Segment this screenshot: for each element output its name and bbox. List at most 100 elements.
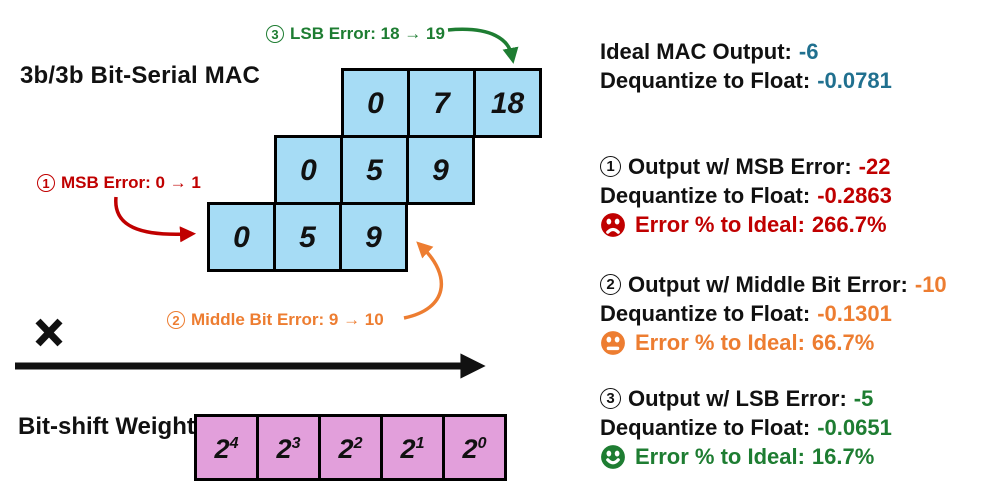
annotation-msb-error: 1 MSB Error: 0 → 1 [37, 173, 201, 193]
mac-cell-value: 0 [300, 154, 317, 187]
result-error-line: Error % to Ideal: 266.7% [600, 210, 892, 239]
mac-cell: 5 [343, 138, 409, 202]
weight-base: 2 [338, 434, 354, 464]
result-line: Dequantize to Float: -0.1301 [600, 299, 947, 328]
weight-exponent: 3 [291, 435, 301, 452]
error-value: 16.7% [811, 443, 875, 469]
weight-value: 22 [339, 434, 363, 465]
mac-cell-value: 0 [367, 87, 384, 120]
annotation-lsb-error: 3 LSB Error: 18 → 19 [266, 24, 445, 44]
mac-cell: 0 [277, 138, 343, 202]
mac-cell: 0 [344, 71, 410, 135]
mac-cell-value: 9 [432, 154, 449, 187]
weight-label: Bit-shift Weight [18, 413, 195, 440]
result-line: 2 Output w/ Middle Bit Error: -10 [600, 270, 947, 299]
lsb-error-arrow [447, 27, 519, 64]
annotation-lsb-text: LSB Error: 18 → 19 [290, 24, 445, 43]
result-error-line: Error % to Ideal: 66.7% [600, 328, 947, 357]
mac-cell-value: 18 [490, 87, 525, 120]
result-value: -5 [853, 385, 874, 411]
weight-row: 24 23 22 21 20 [194, 414, 507, 481]
weight-exponent: 1 [415, 435, 425, 452]
weight-base: 2 [214, 434, 230, 464]
result-label: Dequantize to Float: [600, 300, 811, 326]
weight-value: 24 [215, 434, 239, 465]
result-label: Dequantize to Float: [600, 182, 811, 208]
result-line: Ideal MAC Output: -6 [600, 37, 892, 66]
result-value: -10 [914, 271, 947, 297]
error-value: 66.7% [811, 329, 875, 355]
result-label: Output w/ MSB Error: [628, 153, 852, 179]
result-block-lsb-error: 3 Output w/ LSB Error: -5 Dequantize to … [600, 384, 892, 471]
neutral-face-icon [601, 330, 625, 355]
mac-cell-value: 7 [433, 87, 450, 120]
weight-exponent: 4 [229, 435, 239, 452]
result-value: -0.1301 [817, 300, 892, 326]
result-value: -0.0651 [817, 414, 892, 440]
mac-cell-value: 5 [299, 221, 316, 254]
circled-number-3: 3 [600, 388, 621, 409]
sad-face-icon [601, 212, 625, 237]
result-label: Output w/ Middle Bit Error: [628, 271, 908, 297]
result-block-ideal: Ideal MAC Output: -6 Dequantize to Float… [600, 37, 892, 95]
error-label: Error % to Ideal: [635, 211, 805, 237]
weight-base: 2 [276, 434, 292, 464]
circled-number-1: 1 [37, 174, 55, 192]
weight-exponent: 0 [477, 435, 487, 452]
error-value: 266.7% [811, 211, 887, 237]
result-value: -0.2863 [817, 182, 892, 208]
error-label: Error % to Ideal: [635, 329, 805, 355]
result-value: -0.0781 [817, 67, 892, 93]
weight-cell: 22 [321, 417, 383, 478]
result-line: Dequantize to Float: -0.0781 [600, 66, 892, 95]
mac-cell: 7 [410, 71, 476, 135]
mac-cell-value: 5 [366, 154, 383, 187]
weight-value: 21 [401, 434, 425, 465]
mac-title: 3b/3b Bit-Serial MAC [20, 62, 261, 89]
mac-cell-value: 9 [365, 221, 382, 254]
result-block-msb-error: 1 Output w/ MSB Error: -22 Dequantize to… [600, 152, 892, 239]
mac-row-middle: 0 5 9 [274, 135, 475, 205]
circled-number-3: 3 [266, 25, 284, 43]
msb-error-arrow [114, 196, 197, 243]
middle-bit-error-arrow [403, 241, 444, 320]
result-label: Dequantize to Float: [600, 414, 811, 440]
weight-base: 2 [462, 434, 478, 464]
multiply-x-icon [35, 318, 63, 347]
result-label: Output w/ LSB Error: [628, 385, 847, 411]
result-value: -6 [798, 38, 819, 64]
result-line: 3 Output w/ LSB Error: -5 [600, 384, 892, 413]
mac-cell: 5 [276, 205, 342, 269]
annotation-middle-bit-error: 2 Middle Bit Error: 9 → 10 [167, 310, 384, 330]
result-error-line: Error % to Ideal: 16.7% [600, 442, 892, 471]
annotation-msb-text: MSB Error: 0 → 1 [61, 173, 201, 192]
weight-exponent: 2 [353, 435, 363, 452]
result-label: Dequantize to Float: [600, 67, 811, 93]
result-line: 1 Output w/ MSB Error: -22 [600, 152, 892, 181]
circled-number-2: 2 [167, 311, 185, 329]
weight-base: 2 [400, 434, 416, 464]
mac-cell: 9 [409, 138, 472, 202]
result-block-middle-bit-error: 2 Output w/ Middle Bit Error: -10 Dequan… [600, 270, 947, 357]
mac-cell: 9 [342, 205, 405, 269]
mac-cell-value: 0 [233, 221, 250, 254]
error-label: Error % to Ideal: [635, 443, 805, 469]
weight-cell: 20 [445, 417, 504, 478]
result-label: Ideal MAC Output: [600, 38, 792, 64]
weight-cell: 21 [383, 417, 445, 478]
result-line: Dequantize to Float: -0.0651 [600, 413, 892, 442]
circled-number-2: 2 [600, 274, 621, 295]
result-value: -22 [858, 153, 891, 179]
annotation-middle-text: Middle Bit Error: 9 → 10 [191, 310, 384, 329]
weight-cell: 24 [197, 417, 259, 478]
weight-cell: 23 [259, 417, 321, 478]
mac-cell: 18 [476, 71, 539, 135]
weight-value: 20 [463, 434, 487, 465]
mac-cell: 0 [210, 205, 276, 269]
happy-face-icon [601, 444, 625, 469]
result-line: Dequantize to Float: -0.2863 [600, 181, 892, 210]
mac-row-bottom: 0 5 9 [207, 202, 408, 272]
circled-number-1: 1 [600, 156, 621, 177]
mac-row-top: 0 7 18 [341, 68, 542, 138]
